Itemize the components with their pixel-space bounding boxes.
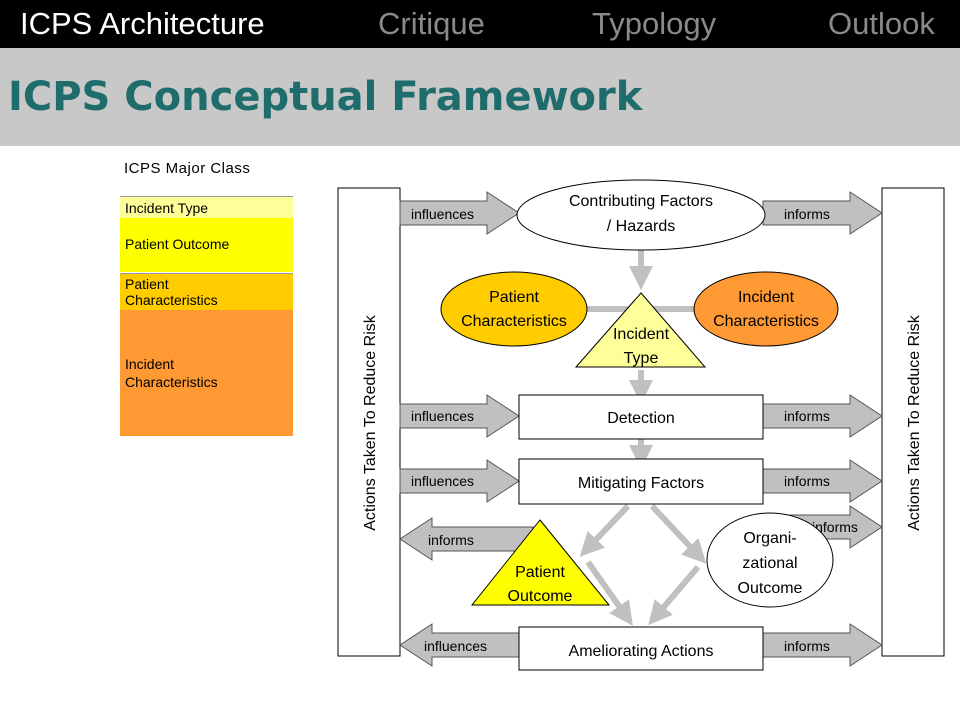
legend-label-line: Incident	[125, 356, 175, 372]
detection-label: Detection	[607, 410, 675, 427]
organizational-outcome-line-1: Organi-	[743, 530, 796, 547]
right-actions-label: Actions Taken To Reduce Risk	[906, 314, 923, 531]
arrow-label-influences: influences	[424, 638, 487, 654]
title-band	[0, 48, 960, 146]
organizational-outcome-line-2: zational	[742, 555, 797, 572]
arrow-label-informs: informs	[784, 408, 830, 424]
arrow-label-informs: informs	[428, 532, 474, 548]
arrow-informs-1	[762, 191, 883, 235]
connector-line	[579, 503, 631, 557]
arrow-label-informs: informs	[784, 206, 830, 222]
tab-outlook[interactable]: Outlook	[828, 6, 935, 41]
legend-item-patient-outcome: Patient Outcome	[120, 218, 293, 272]
right-actions-box	[881, 187, 945, 657]
tab-icps-architecture[interactable]: ICPS Architecture	[20, 6, 265, 41]
connector-line	[649, 503, 707, 564]
incident-characteristics-line-2: Characteristics	[713, 313, 819, 330]
tab-critique[interactable]: Critique	[378, 6, 485, 41]
connector-line	[648, 565, 701, 626]
legend-label-line: Characteristics	[125, 292, 218, 308]
incident-type-line-1: Incident	[613, 326, 670, 343]
arrow-label-informs: informs	[784, 473, 830, 489]
legend-item-incident-characteristics: Incident Characteristics	[120, 310, 293, 436]
ameliorating-actions-label: Ameliorating Actions	[569, 643, 714, 660]
legend-item-patient-characteristics: Patient Characteristics	[120, 273, 293, 311]
incident-type-node	[574, 292, 707, 368]
arrow-influences-1	[399, 191, 520, 235]
arrow-influences-left	[399, 623, 520, 667]
arrow-label-influences: influences	[411, 473, 474, 489]
organizational-outcome-node	[706, 512, 834, 608]
arrow-informs-2	[762, 394, 883, 438]
legend-label: Incident Type	[125, 200, 209, 216]
incident-characteristics-line-1: Incident	[738, 289, 795, 306]
patient-characteristics-node	[440, 271, 588, 347]
arrow-label-influences: influences	[411, 408, 474, 424]
contributing-factors-line-1: Contributing Factors	[569, 193, 713, 210]
legend-label-line: Characteristics	[125, 374, 218, 390]
arrow-informs-5	[762, 623, 883, 667]
incident-characteristics-node	[693, 271, 839, 347]
arrow-influences-3	[399, 459, 520, 503]
patient-outcome-node	[470, 519, 611, 606]
page-title: ICPS Conceptual Framework	[8, 74, 643, 120]
legend-label: Patient Outcome	[125, 236, 230, 252]
left-actions-label: Actions Taken To Reduce Risk	[362, 314, 379, 531]
contributing-factors-line-2: / Hazards	[607, 218, 675, 235]
patient-outcome-line-1: Patient	[515, 564, 565, 581]
connector-line	[585, 560, 633, 626]
mitigating-factors-label: Mitigating Factors	[578, 475, 704, 492]
organizational-outcome-line-3: Outcome	[738, 580, 803, 597]
patient-characteristics-line-1: Patient	[489, 289, 539, 306]
tab-typology[interactable]: Typology	[592, 6, 717, 41]
arrow-informs-3	[762, 459, 883, 503]
patient-characteristics-line-2: Characteristics	[461, 313, 567, 330]
ameliorating-actions-node	[518, 626, 764, 671]
legend-title: ICPS Major Class	[124, 160, 251, 177]
detection-node	[518, 394, 764, 440]
top-nav-bar: ICPS Architecture Critique Typology Outl…	[0, 0, 960, 48]
arrow-label-informs: informs	[784, 638, 830, 654]
mitigating-factors-node	[518, 458, 764, 505]
legend-label-line: Patient	[125, 276, 169, 292]
incident-type-line-2: Type	[624, 350, 659, 367]
arrow-influences-2	[399, 394, 520, 438]
left-actions-box	[337, 187, 401, 657]
contributing-factors-node	[516, 179, 766, 251]
arrow-label-influences: influences	[411, 206, 474, 222]
legend: ICPS Major Class Incident Type Patient O…	[120, 160, 295, 440]
patient-outcome-line-2: Outcome	[508, 588, 573, 605]
arrow-label-informs: informs	[812, 519, 858, 535]
